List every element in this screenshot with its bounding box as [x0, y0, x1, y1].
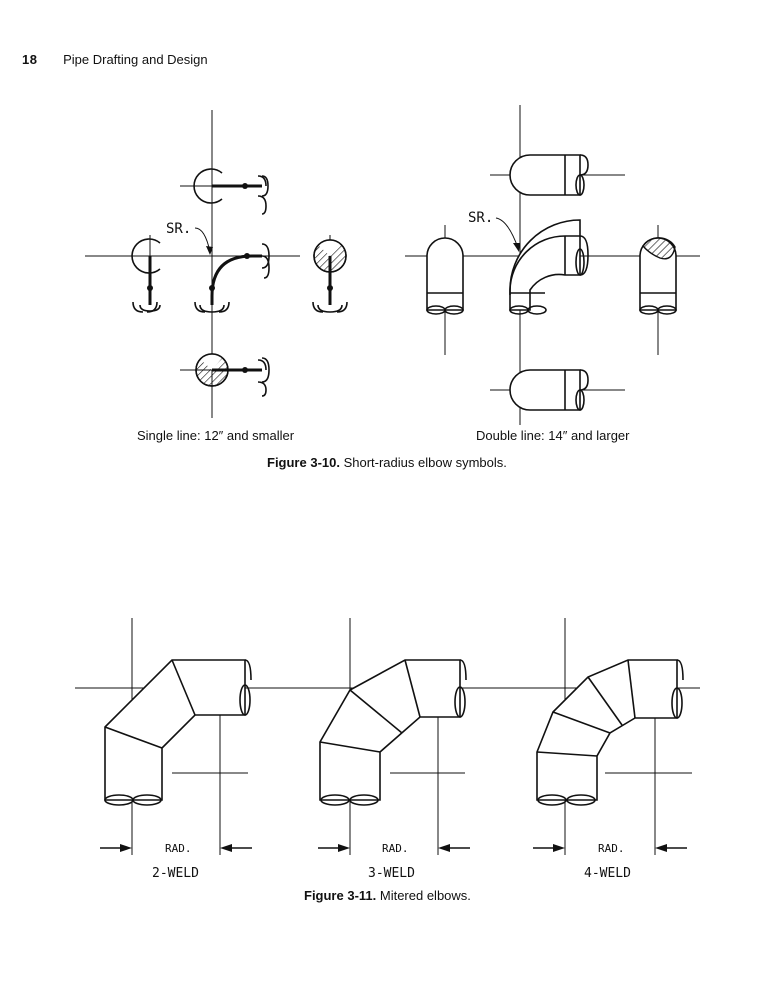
- figure-3-11-caption: Figure 3-11. Mitered elbows.: [304, 888, 471, 903]
- mitered-elbow-4-weld: RAD. 4-WELD: [533, 618, 692, 881]
- elbow-turned-toward-symbol: [131, 238, 161, 313]
- figure-3-11-number: Figure 3-11.: [304, 888, 377, 903]
- rad-label-2: RAD.: [382, 842, 409, 855]
- figure-3-11-text: Mitered elbows.: [376, 888, 471, 903]
- double-line-caption: Double line: 14″ and larger: [476, 428, 630, 443]
- single-line-symbols: SR.: [85, 110, 348, 418]
- book-title: Pipe Drafting and Design: [63, 52, 208, 67]
- figure-3-11-drawing: RAD. 2-WELD RAD. 3-WELD: [75, 618, 700, 881]
- elbow-turned-away-symbol: [312, 239, 348, 313]
- double-elbow-bottom: [509, 369, 589, 411]
- sr-label-single: SR.: [166, 221, 191, 237]
- double-elbow-90: SR.: [468, 210, 589, 315]
- double-elbow-top: [509, 154, 589, 196]
- page-number: 18: [22, 52, 38, 67]
- double-line-symbols: SR.: [405, 105, 700, 425]
- weld-label-2: 2-WELD: [152, 866, 199, 881]
- sr-label-double: SR.: [468, 210, 493, 226]
- mitered-elbow-3-weld: RAD. 3-WELD: [318, 618, 470, 881]
- double-elbow-left: [426, 237, 464, 315]
- figure-3-10-number: Figure 3-10.: [267, 455, 340, 470]
- page-header: 18 Pipe Drafting and Design: [22, 52, 208, 67]
- elbow-turned-up-symbol: [193, 168, 269, 215]
- rad-label-1: RAD.: [165, 842, 192, 855]
- elbow-turned-down-symbol: [195, 353, 270, 397]
- double-elbow-right: [639, 237, 677, 315]
- mitered-elbow-2-weld: RAD. 2-WELD: [100, 618, 252, 881]
- figure-3-10-text: Short-radius elbow symbols.: [339, 455, 507, 470]
- figure-3-10-caption: Figure 3-10. Short-radius elbow symbols.: [267, 455, 507, 470]
- single-line-caption: Single line: 12″ and smaller: [137, 428, 295, 443]
- weld-label-3: 3-WELD: [368, 866, 415, 881]
- weld-label-4: 4-WELD: [584, 866, 631, 881]
- rad-label-3: RAD.: [598, 842, 625, 855]
- elbow-90-symbol: SR.: [166, 221, 270, 313]
